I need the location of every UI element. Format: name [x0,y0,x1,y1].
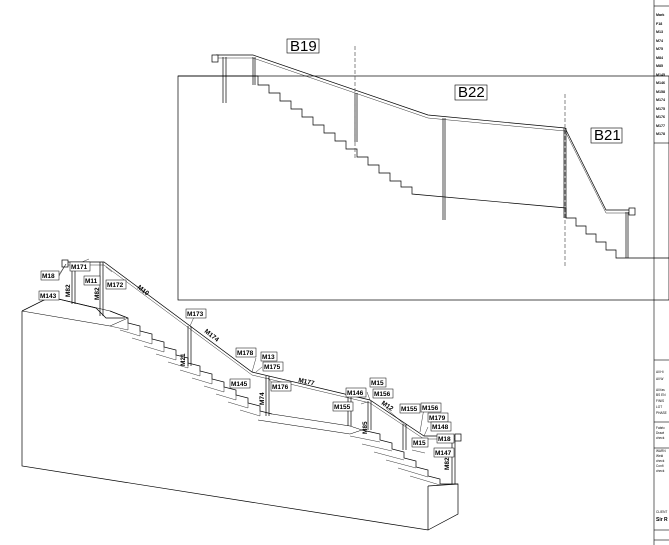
label-m15-b: M15 [413,440,426,447]
label-m179: M179 [429,415,446,422]
label-m10: M10 [136,284,151,298]
label-m85: M85 [362,421,369,434]
elevation-labels: B19 B22 B21 [286,38,623,144]
schedule-item: M74 [656,39,663,43]
isometric-view [21,258,462,531]
elevation-view [177,46,669,301]
label-m18: M18 [42,273,55,280]
schedule-item: M177 [656,124,665,128]
label-m82-c: M82 [444,457,451,470]
schedule-header: Mark [656,13,664,17]
note-line: All W [656,377,663,381]
schedule-item: M85 [656,64,663,68]
label-m155-b: M155 [401,406,418,413]
label-m13: M13 [262,354,275,361]
schedule-item: M84 [656,56,663,60]
schedule-item: M146 [656,81,665,85]
iso-labels: M18 M171 M11 M172 M143 M82 M82 M10 M173 … [38,261,455,470]
label-m11: M11 [85,278,98,285]
label-m171: M171 [71,264,88,271]
label-m178: M178 [237,350,254,357]
schedule-item: M158 [656,90,665,94]
label-m156-a: M156 [374,391,391,398]
note-line: PHASE [656,411,667,415]
label-m172: M172 [107,282,124,289]
schedule-item: M175 [656,107,665,111]
label-m146: M146 [347,390,364,397]
label-m148: M148 [432,424,449,431]
label-m82-a: M82 [65,284,72,297]
label-m82-b: M82 [94,287,101,300]
client-box: CLIENT Sir R [656,510,668,523]
schedule-item: M178 [656,132,665,136]
note-line: Weld [656,454,663,458]
section-label-b19: B19 [290,38,317,55]
elevation-stairs [178,75,669,259]
client-name: Sir R [656,517,668,523]
note-line: check [656,436,665,440]
label-m156-b: M156 [422,405,439,412]
section-label-b22: B22 [458,84,485,101]
label-m15-a: M15 [371,380,384,387]
note-line: FINIS [656,399,664,403]
note-line: check [656,459,665,463]
note-line: WARN [656,449,666,453]
note-line: LOT [656,405,662,409]
label-m177: M177 [298,377,316,387]
parts-schedule: Mark F18 M13 M74 M75 M84 M85 M145 M146 M… [656,13,665,136]
note-line: Confi [656,464,664,468]
label-m145: M145 [231,381,248,388]
label-m175: M175 [264,364,281,371]
label-m155-a: M155 [334,404,351,411]
iso-handrail [66,261,458,437]
client-label: CLIENT [656,510,667,514]
schedule-item: M75 [656,47,663,51]
schedule-item: M176 [656,115,665,119]
schedule-item: F18 [656,22,662,26]
schedule-item: M13 [656,30,663,34]
label-m173: M173 [187,311,204,318]
note-line: All Hi [656,370,664,374]
title-block [653,0,669,545]
drawing-notes: All Hi All W All fas BS EN FINIS LOT PHA… [656,370,667,473]
schedule-item: M145 [656,73,665,77]
section-label-b21: B21 [594,127,621,144]
note-line: BS EN [656,393,666,397]
label-m21: M21 [180,353,187,366]
note-line: All fas [656,388,665,392]
label-m147: M147 [435,450,452,457]
note-line: check [656,469,665,473]
note-line: Drawi [656,431,664,435]
note-line: Fabric [656,426,665,430]
elevation-handrail [216,54,633,211]
label-m176: M176 [272,384,289,391]
label-m143: M143 [40,293,57,300]
elevation-wall [177,75,669,301]
schedule-item: M174 [656,98,665,102]
label-m18-b: M18 [438,436,451,443]
label-m74: M74 [259,392,266,405]
